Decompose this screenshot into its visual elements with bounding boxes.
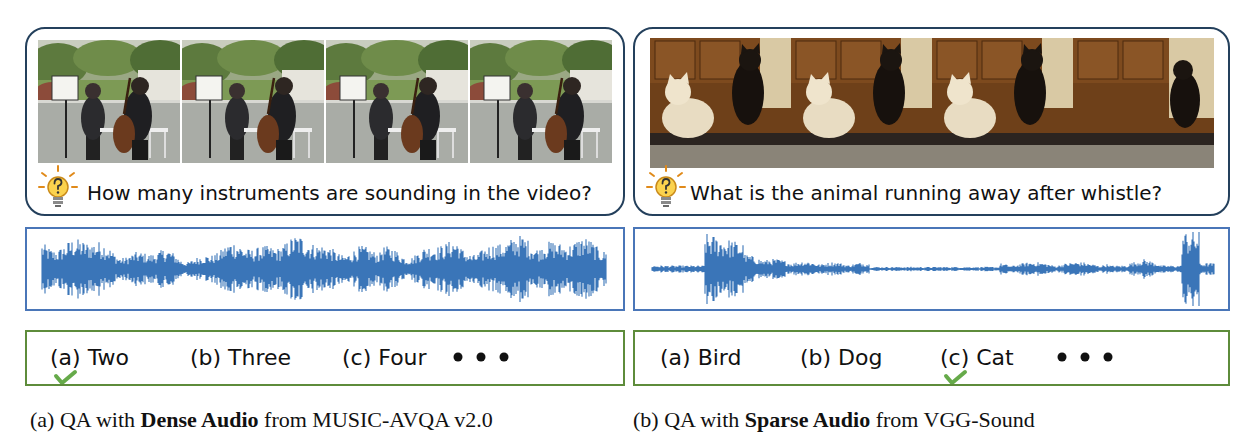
correct-check-mark-part — [946, 372, 965, 383]
question-panel: How many instruments are sounding in the… — [25, 27, 625, 216]
question-text: How many instruments are sounding in the… — [87, 180, 592, 206]
lightbulb-icon — [647, 166, 685, 207]
waveform-path — [652, 232, 1214, 306]
ellipsis-dots-part — [454, 353, 463, 362]
video-frames-right-part — [650, 38, 791, 168]
lightbulb-icon-part-part — [57, 166, 59, 171]
lightbulb-icon-part-part — [647, 186, 652, 188]
caption-emphasis: Dense Audio — [141, 407, 259, 433]
video-frames-left — [28, 40, 622, 163]
lightbulb-icon-part-part — [665, 166, 667, 171]
video-frames-right — [650, 38, 1214, 168]
lightbulb-icon-part — [663, 205, 669, 207]
lightbulb-icon-part-part — [39, 186, 44, 188]
lightbulb-icon-part — [48, 177, 68, 197]
lightbulb-icon-part — [57, 191, 59, 193]
correct-check-mark — [56, 372, 965, 383]
correct-check-mark-part — [56, 372, 75, 383]
answer-option: (c) Cat — [940, 345, 1014, 371]
lightbulb-icon-part — [661, 201, 671, 204]
ellipsis-dots-part — [1104, 353, 1113, 362]
video-frames-left-part — [316, 40, 478, 163]
lightbulb-icon-part — [55, 179, 62, 189]
caption-text: from VGG-Sound — [876, 407, 1035, 433]
caption-text: (b) QA with — [633, 407, 739, 433]
video-frames-right-part — [791, 38, 932, 168]
caption-emphasis: Sparse Audio — [745, 407, 870, 433]
ellipsis-dots-part — [477, 353, 486, 362]
caption-line: (a) QA withDense Audiofrom MUSIC-AVQA v2… — [30, 407, 498, 433]
video-frames-left-part — [172, 40, 334, 163]
lightbulb-icon-part-part — [72, 186, 77, 188]
answer-option: (b) Three — [190, 345, 291, 371]
answer-option: (a) Bird — [660, 345, 741, 371]
answer-option: (c) Four — [342, 345, 427, 371]
video-frames-left-part — [28, 40, 190, 163]
ellipsis-dots-part — [500, 353, 509, 362]
caption-text: (a) QA with — [30, 407, 135, 433]
lightbulb-icon-part — [53, 197, 63, 200]
video-frames-left-part — [460, 40, 622, 163]
video-frames-right-part — [1073, 38, 1214, 168]
answer-options-box: (a) Bird (b) Dog (c) Cat — [633, 330, 1230, 386]
answer-option: (b) Dog — [800, 345, 883, 371]
video-frames-right-part — [932, 38, 1073, 168]
waveform-path — [42, 236, 606, 302]
caption-text: from MUSIC-AVQA v2.0 — [264, 407, 493, 433]
lightbulb-icon — [39, 166, 77, 207]
sparse-waveform — [652, 232, 1214, 306]
lightbulb-icon-part-part — [680, 186, 685, 188]
answer-options-box: (a) Two (b) Three (c) Four — [25, 330, 625, 386]
lightbulb-icon-part-part — [678, 173, 682, 176]
lightbulb-icon-part — [661, 197, 671, 200]
ellipsis-dots-part — [1081, 353, 1090, 362]
lightbulb-icon-part — [663, 179, 670, 189]
dense-waveform — [42, 236, 606, 302]
waveform-box — [26, 228, 624, 310]
question-panel: What is the animal running away after wh… — [633, 27, 1230, 216]
lightbulb-icon-part-part — [70, 173, 74, 176]
lightbulb-icon-part-part — [42, 173, 46, 176]
lightbulb-icon-part-part — [650, 173, 654, 176]
lightbulb-icon-part — [665, 191, 667, 193]
question-text: What is the animal running away after wh… — [690, 180, 1162, 206]
ellipsis-dots-part — [1058, 353, 1067, 362]
lightbulb-icon-part — [53, 201, 63, 204]
caption-line: (b) QA withSparse Audiofrom VGG-Sound — [633, 407, 1040, 433]
answer-option: (a) Two — [50, 345, 129, 371]
waveform-box — [634, 228, 1229, 310]
lightbulb-icon-part — [656, 177, 676, 197]
lightbulb-icon-part — [55, 205, 61, 207]
